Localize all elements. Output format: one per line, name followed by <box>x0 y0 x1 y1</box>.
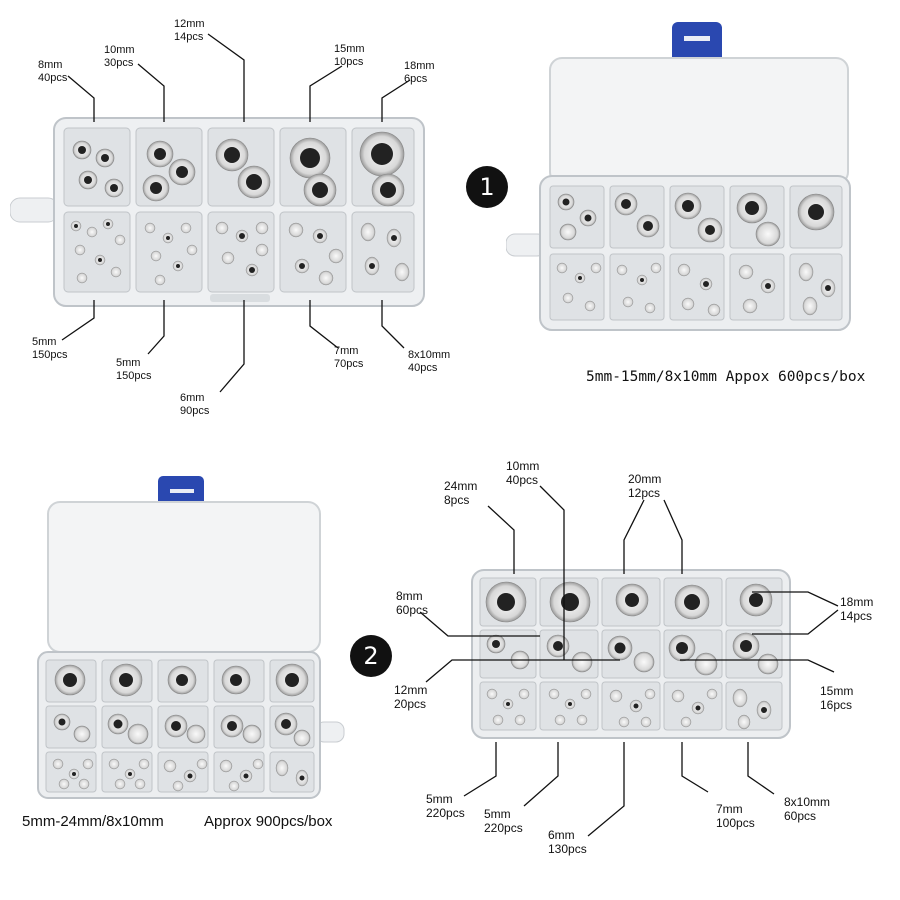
size-label-8mm: 8mm 40pcs <box>38 59 68 84</box>
leader-lines-box-1 <box>61 33 411 393</box>
size-label-24mm: 24mm 8pcs <box>444 479 478 507</box>
size-label-15mm-2: 15mm 16pcs <box>820 684 854 712</box>
box-2-caption-size: 5mm-24mm/8x10mm <box>22 813 164 830</box>
size-label-12mm-2: 12mm 20pcs <box>394 683 428 711</box>
size-label-20mm: 20mm 12pcs <box>628 472 662 500</box>
size-label-18mm-2: 18mm 14pcs <box>840 595 874 623</box>
size-label-7mm: 7mm 70pcs <box>334 345 364 370</box>
box-2-caption-count: Approx 900pcs/box <box>204 813 333 830</box>
size-label-6mm-2: 6mm 130pcs <box>548 828 587 856</box>
size-label-15mm: 15mm 10pcs <box>334 43 365 68</box>
size-label-8x10mm-2: 8x10mm 60pcs <box>784 795 831 823</box>
open-box-2-photo <box>37 476 345 799</box>
size-label-8mm-2: 8mm 60pcs <box>396 589 429 617</box>
size-label-5mm-b: 5mm 150pcs <box>116 357 152 382</box>
size-label-8x10mm: 8x10mm 40pcs <box>408 349 451 374</box>
box-15-compartment-photo <box>471 569 791 739</box>
size-label-5mm-a: 5mm 150pcs <box>32 336 68 361</box>
size-label-12mm: 12mm 14pcs <box>174 18 205 43</box>
size-label-5mm-2a: 5mm 220pcs <box>426 792 465 820</box>
size-label-6mm: 6mm 90pcs <box>180 392 210 417</box>
size-label-7mm-2: 7mm 100pcs <box>716 802 755 830</box>
open-box-photo <box>506 22 851 331</box>
size-label-10mm-2: 10mm 40pcs <box>506 459 540 487</box>
size-label-5mm-2b: 5mm 220pcs <box>484 807 523 835</box>
size-label-18mm: 18mm 6pcs <box>404 60 435 85</box>
box-1-caption: 5mm-15mm/8x10mm Appox 600pcs/box <box>586 369 866 385</box>
section-number-badge: 1 <box>466 166 508 208</box>
size-label-10mm: 10mm 30pcs <box>104 44 135 69</box>
section-number-badge-2: 2 <box>350 635 392 677</box>
box-10-compartment-photo <box>10 117 425 307</box>
